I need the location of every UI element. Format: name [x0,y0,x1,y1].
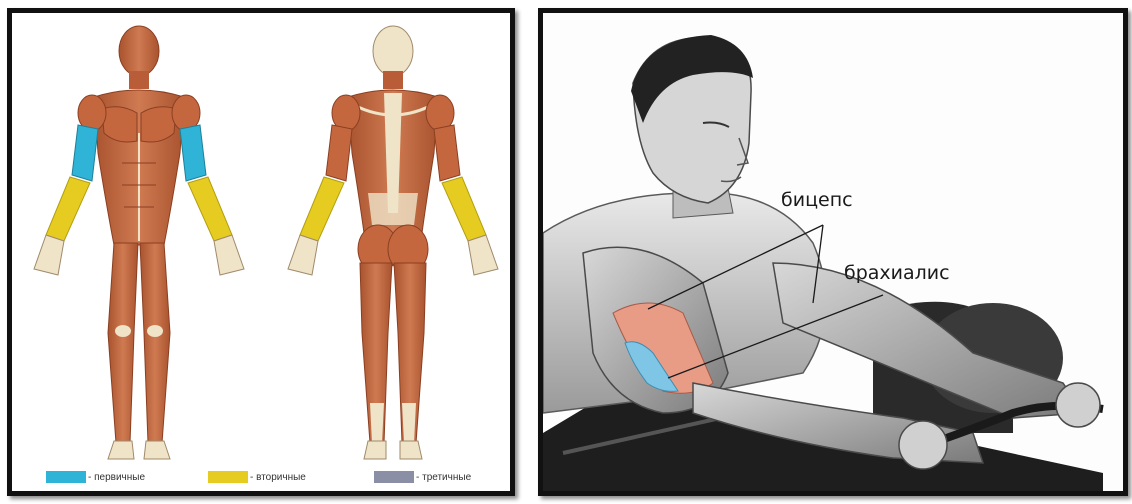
front-right-biceps-primary [180,125,206,181]
legend-swatch-secondary [208,471,248,483]
front-right-forearm-secondary [188,177,232,241]
legend-item-tertiary: - третичные [374,471,471,483]
anatomy-panel: - первичные - вторичные - третичные [7,8,515,496]
legend-label-tertiary: - третичные [416,472,471,483]
back-right-forearm-secondary [442,177,486,241]
legend-label-primary: - первичные [88,472,145,483]
legend-swatch-tertiary [374,471,414,483]
muscle-anatomy-figures [12,13,510,468]
back-left-forearm-secondary [300,177,344,241]
back-figure [288,26,498,459]
head [631,35,753,203]
preacher-curl-illustration [543,13,1123,491]
label-brachialis: брахиалис [844,262,950,284]
muscle-legend: - первичные - вторичные - третичные [12,469,510,487]
front-left-biceps-primary [72,125,98,181]
front-left-forearm-secondary [46,177,90,241]
front-figure [34,26,244,459]
exercise-illustration-panel: бицепс брахиалис [538,8,1128,496]
label-biceps: бицепс [781,189,853,211]
legend-swatch-primary [46,471,86,483]
legend-item-primary: - первичные [46,471,145,483]
legend-item-secondary: - вторичные [208,471,306,483]
legend-label-secondary: - вторичные [250,472,306,483]
